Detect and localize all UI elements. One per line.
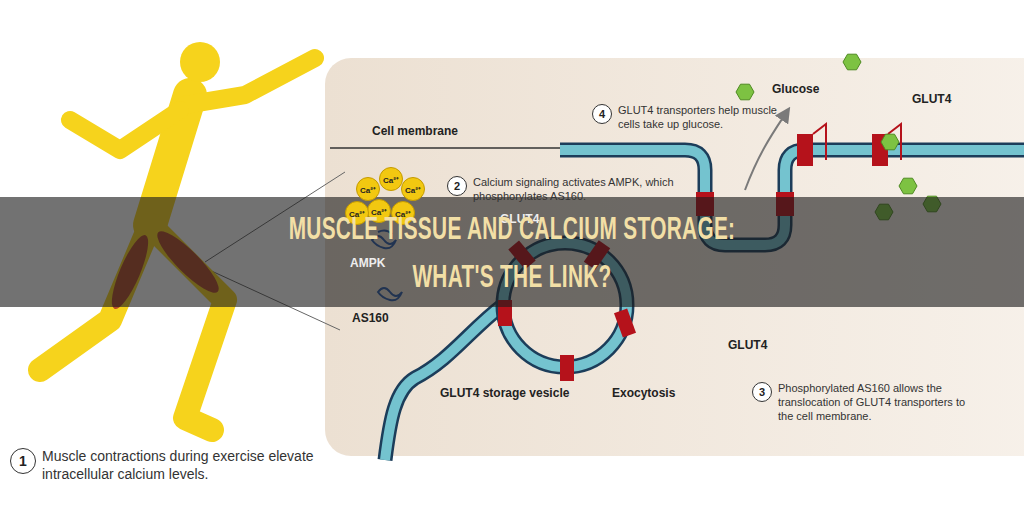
part-label: GLUT4	[912, 92, 951, 106]
ion-label: Ca²⁺	[383, 174, 399, 185]
glucose-hexagon	[881, 134, 899, 150]
glucose-hexagon	[736, 84, 754, 100]
ion-label: Ca²⁺	[405, 184, 421, 195]
part-label: Exocytosis	[612, 386, 675, 400]
part-label: AMPK	[350, 256, 385, 270]
step-callout: 4 GLUT4 transporters help muscle cells ta…	[592, 104, 788, 132]
step-callout: 2 Calcium signaling activates AMPK, which…	[447, 176, 688, 204]
part-label: GLUT4	[728, 338, 767, 352]
banner-title: MUSCLE TISSUE AND CALCIUM STORAGE: WHAT'…	[278, 204, 746, 300]
part-label: Glucose	[772, 82, 819, 96]
glucose-molecules	[736, 54, 941, 220]
part-label: Cell membrane	[372, 124, 458, 138]
step-callout: 3 Phosphorylated AS160 allows the translo…	[752, 382, 983, 423]
glut4-gate	[813, 124, 901, 160]
ion-label: Ca²⁺	[360, 184, 376, 195]
step-description: Calcium signaling activates AMPK, which …	[473, 176, 688, 204]
step-description: GLUT4 transporters help muscle cells tak…	[618, 104, 788, 132]
part-label: AS160	[352, 311, 389, 325]
callout-number: 1	[10, 448, 36, 474]
step-description: Phosphorylated AS160 allows the transloc…	[778, 382, 983, 423]
calcium-ion: Ca²⁺	[401, 177, 425, 201]
callout-number: 4	[592, 104, 612, 124]
step-description: Muscle contractions during exercise elev…	[42, 448, 362, 483]
glucose-hexagon	[899, 178, 917, 194]
callout-number: 3	[752, 382, 772, 402]
part-label: GLUT4 storage vesicle	[440, 386, 569, 400]
calcium-ion: Ca²⁺	[379, 167, 403, 191]
callout-number: 2	[447, 176, 467, 196]
runner-head	[180, 42, 220, 82]
glucose-hexagon	[843, 54, 861, 70]
calcium-ion: Ca²⁺	[356, 177, 380, 201]
uptake-arrow	[745, 110, 788, 190]
membrane-line	[330, 147, 560, 149]
step-callout: 1Muscle contractions during exercise ele…	[10, 448, 362, 483]
